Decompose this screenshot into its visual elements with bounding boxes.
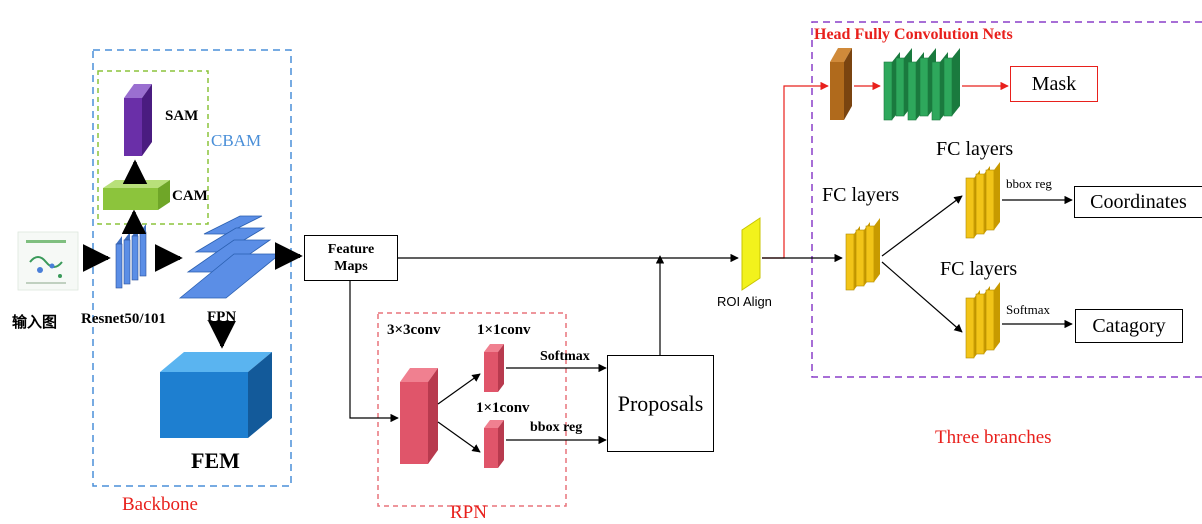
feature-maps-line1: Feature (327, 241, 375, 257)
category-label: Catagory (1092, 314, 1166, 337)
feature-maps-line2: Maps (334, 259, 368, 274)
coordinates-box: Coordinates (1074, 186, 1202, 218)
conv3-to-conv1b-arrow (437, 421, 481, 453)
fc-layers-label-bottom: FC layers (940, 258, 1018, 280)
sam-block (124, 84, 152, 156)
fc-layers-label-main: FC layers (822, 184, 900, 206)
heads-title: Head Fully Convolution Nets (814, 26, 1013, 43)
rpn-conv1b-label: 1×1conv (476, 400, 530, 416)
rpn-conv1b-block (484, 420, 504, 468)
fc-block-main (845, 218, 880, 291)
cam-label: CAM (172, 188, 208, 204)
fem-cube (160, 352, 272, 438)
input-image-thumbnail (17, 231, 79, 291)
proposals-box: Proposals (607, 355, 714, 452)
mask-conv-block (830, 48, 852, 120)
rpn-conv3-label: 3×3conv (387, 322, 441, 338)
backbone-section-label: Backbone (122, 494, 198, 515)
rpn-conv1a-block (484, 344, 504, 392)
fem-label: FEM (191, 448, 240, 473)
fc-to-cat-branch (881, 261, 963, 333)
mask-label: Mask (1031, 72, 1077, 95)
fpn-block (178, 215, 282, 299)
roi-align-label: ROI Align (717, 294, 772, 309)
rpn-conv1a-label: 1×1conv (477, 322, 531, 338)
heads-frame (811, 21, 1202, 378)
rpn-section-label: RPN (450, 502, 487, 523)
fc-block-coordinates (965, 162, 1000, 239)
rpn-softmax-label: Softmax (540, 349, 590, 364)
sam-label: SAM (165, 108, 199, 124)
fc-layers-label-top: FC layers (936, 138, 1014, 160)
roi-align-block (741, 217, 761, 291)
feature-maps-to-rpn-line (349, 281, 399, 423)
cam-block (103, 180, 170, 210)
cbam-frame (97, 70, 209, 225)
heads-bbox-label: bbox reg (1006, 176, 1052, 191)
heads-softmax-label: Softmax (1006, 302, 1051, 317)
coordinates-label: Coordinates (1090, 190, 1187, 213)
feature-maps-box: Feature Maps (304, 235, 398, 281)
roi-to-mask-line (762, 81, 829, 259)
proposals-label: Proposals (617, 390, 704, 416)
rpn-bbox-label: bbox reg (530, 420, 583, 435)
resnet-label: Resnet50/101 (81, 311, 166, 327)
mask-head-block (883, 48, 960, 121)
fc-to-coord-branch (881, 195, 963, 257)
resnet-block (115, 224, 147, 289)
input-image-label: 输入图 (12, 313, 58, 331)
mask-box: Mask (1010, 66, 1098, 102)
rpn-frame (377, 312, 567, 507)
fc-block-category (965, 282, 1000, 359)
three-branches-label: Three branches (935, 427, 1052, 448)
category-box: Catagory (1075, 309, 1183, 343)
conv3-to-conv1a-arrow (437, 373, 481, 405)
cbam-label: CBAM (211, 131, 262, 150)
rpn-conv3-block (400, 368, 438, 464)
fpn-label: FPN (207, 309, 237, 325)
